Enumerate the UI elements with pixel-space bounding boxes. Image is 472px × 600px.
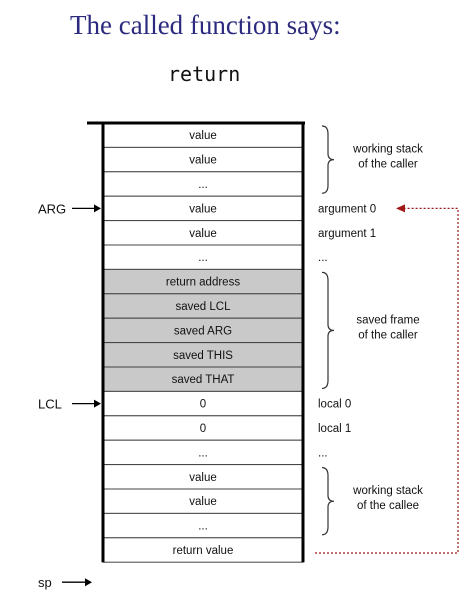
group-label: working stack (352, 485, 423, 497)
pointer-arrowhead (94, 204, 101, 213)
stack-cell (102, 439, 304, 466)
stack-cell-label: ... (198, 179, 208, 191)
group-label: of the caller (358, 159, 418, 171)
stack-cell-label: value (189, 472, 217, 484)
group-brace (321, 467, 335, 536)
stack-cell (102, 366, 304, 392)
stack-cell (102, 195, 304, 222)
stack-cell-label: ... (198, 447, 208, 459)
group-brace (321, 125, 335, 194)
pointer-arrowhead (85, 578, 92, 587)
stack-cell-label: saved THIS (173, 350, 233, 362)
right-label: argument 0 (318, 203, 376, 215)
stack-cell-label: saved ARG (174, 325, 232, 337)
return-value-arrowhead (396, 204, 405, 213)
stack-cell-label: value (189, 228, 217, 240)
stack-cell-label: ... (198, 252, 208, 264)
stack-cell-label: return address (166, 277, 240, 289)
command-text: return (168, 62, 241, 86)
stack-cell (102, 244, 304, 270)
group-brace (321, 271, 335, 389)
stack-cell-label: value (189, 496, 217, 508)
stack-cell-label: saved LCL (176, 301, 232, 313)
stack-cell (102, 537, 304, 563)
group-label: of the callee (357, 500, 419, 512)
stack-cell (102, 293, 304, 319)
stack-cell-label: value (189, 130, 217, 142)
stack-cell (102, 390, 304, 417)
stack-cell-label: 0 (200, 399, 206, 411)
stack-cell-label: ... (198, 521, 208, 533)
right-label: local 1 (318, 423, 351, 435)
right-label: local 0 (318, 399, 351, 411)
group-label: of the caller (358, 329, 418, 341)
group-label: working stack (352, 144, 423, 156)
pointer-arrowhead (94, 399, 101, 408)
slide-title: The called function says: (70, 10, 341, 40)
stack-cell-label: return value (173, 545, 234, 557)
right-label: ... (318, 447, 328, 459)
stack-cell (102, 342, 304, 368)
pointer-label: ARG (38, 201, 66, 216)
stack-cell (102, 268, 304, 295)
stack-cell (102, 220, 304, 246)
stack-cell-label: value (189, 203, 217, 215)
group-label: saved frame (356, 314, 419, 326)
pointer-label: sp (38, 575, 52, 590)
stack-cell-label: saved THAT (172, 374, 235, 386)
stack-cell-label: 0 (200, 423, 206, 435)
right-label: argument 1 (318, 228, 376, 240)
stack-cell-label: value (189, 155, 217, 167)
stack-cell (102, 415, 304, 441)
right-label: ... (318, 252, 328, 264)
pointer-label: LCL (38, 397, 62, 412)
stack-cell (102, 512, 304, 539)
